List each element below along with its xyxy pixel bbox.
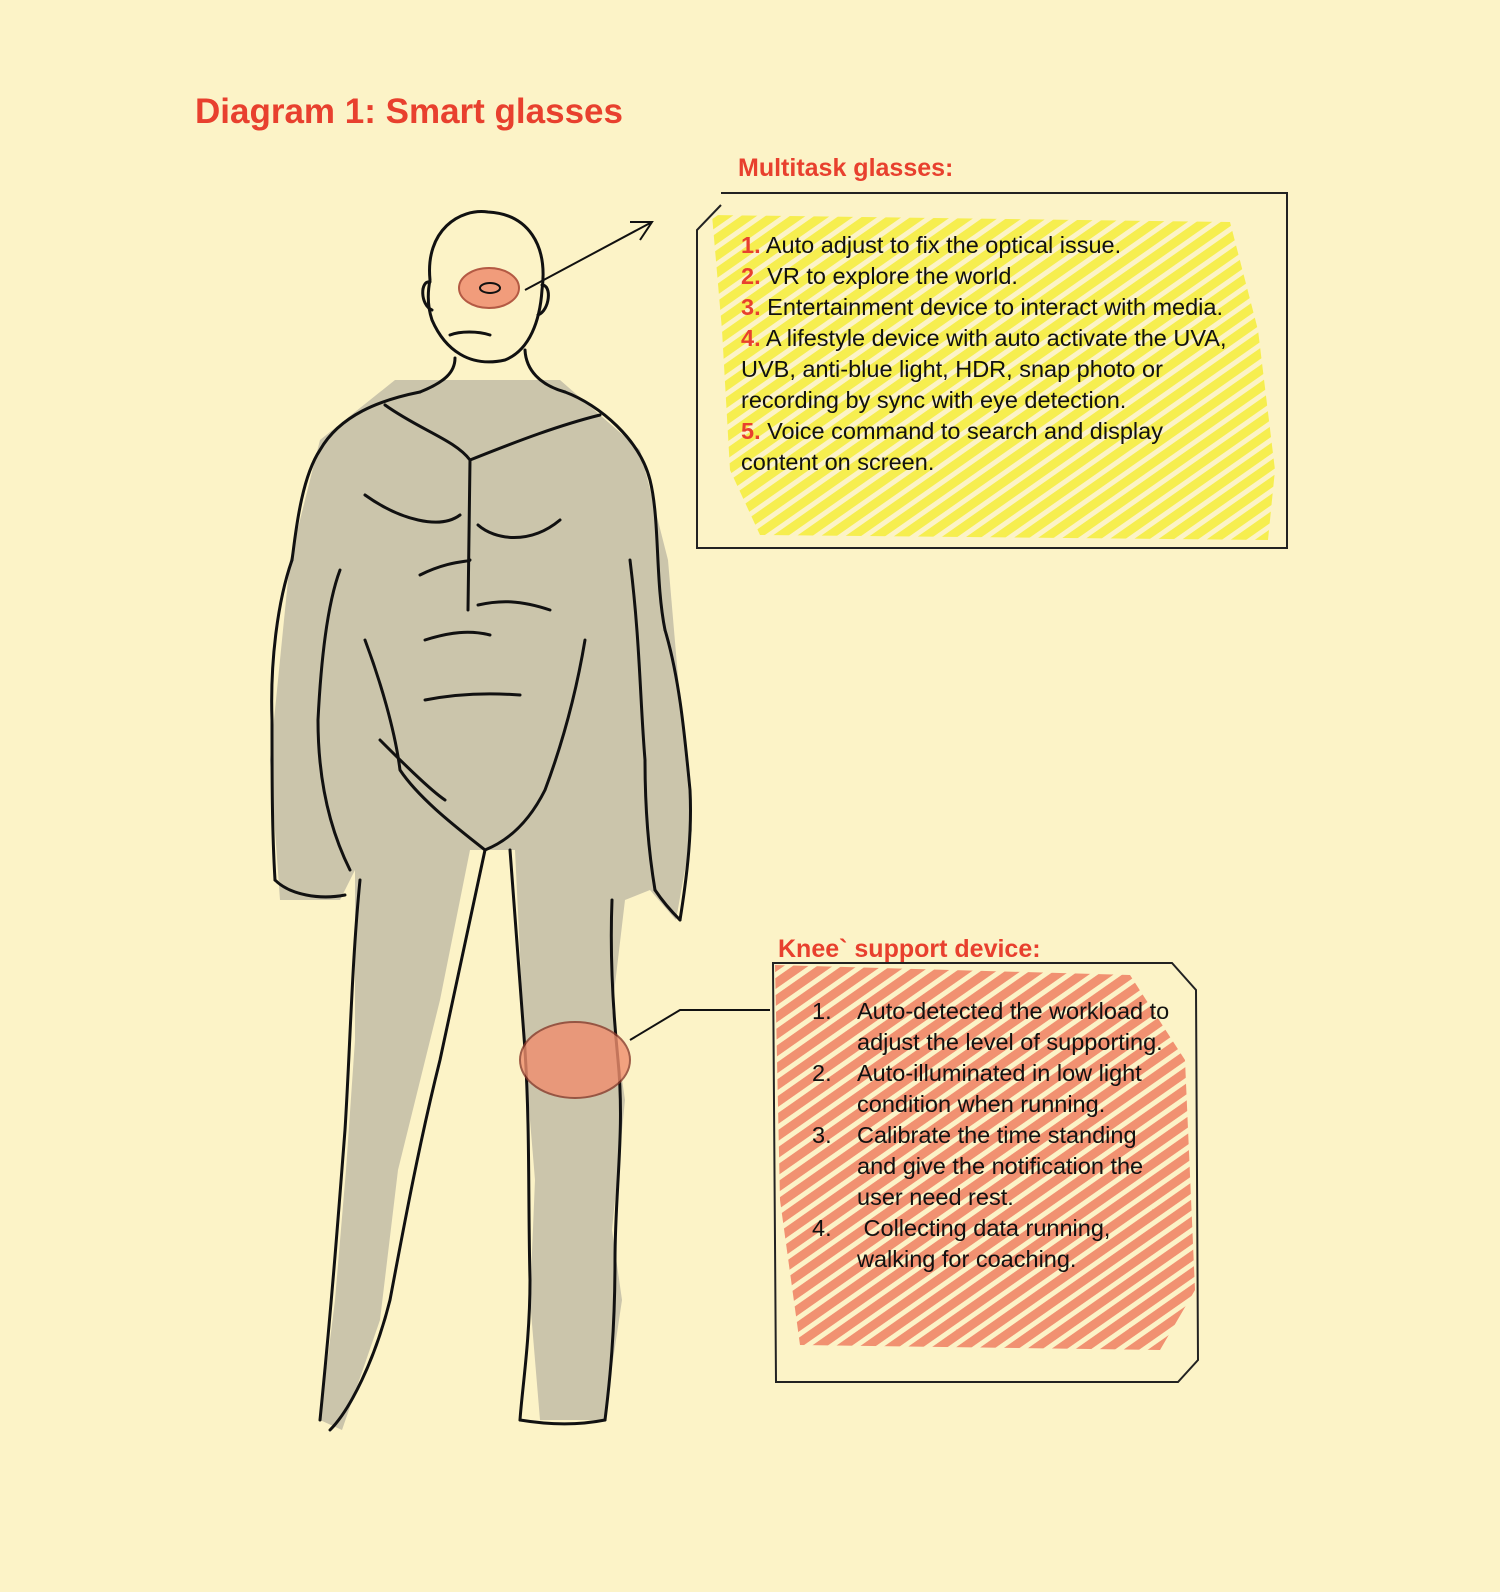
knee-device <box>520 1022 630 1098</box>
list-item: 2. VR to explore the world. <box>741 261 1246 292</box>
list-item: 1.Auto-detected the workload to adjust t… <box>812 996 1182 1058</box>
list-item: 3.Calibrate the time standing and give t… <box>812 1120 1182 1213</box>
glasses-lens <box>459 268 519 308</box>
knee-feature-list: 1.Auto-detected the workload to adjust t… <box>812 996 1182 1275</box>
list-item: 4. A lifestyle device with auto activate… <box>741 323 1246 416</box>
glasses-feature-list: 1. Auto adjust to fix the optical issue.… <box>741 230 1246 478</box>
list-item: 5. Voice command to search and display c… <box>741 416 1246 478</box>
list-item: 4. Collecting data running, walking for … <box>812 1213 1182 1275</box>
list-item: 1. Auto adjust to fix the optical issue. <box>741 230 1246 261</box>
knee-pointer-line <box>630 1010 770 1040</box>
list-item: 3. Entertainment device to interact with… <box>741 292 1246 323</box>
list-item: 2.Auto-illuminated in low light conditio… <box>812 1058 1182 1120</box>
glasses-pointer-arrow <box>525 222 652 290</box>
knee-heading: Knee` support device: <box>778 935 1041 964</box>
glasses-heading: Multitask glasses: <box>738 154 953 183</box>
